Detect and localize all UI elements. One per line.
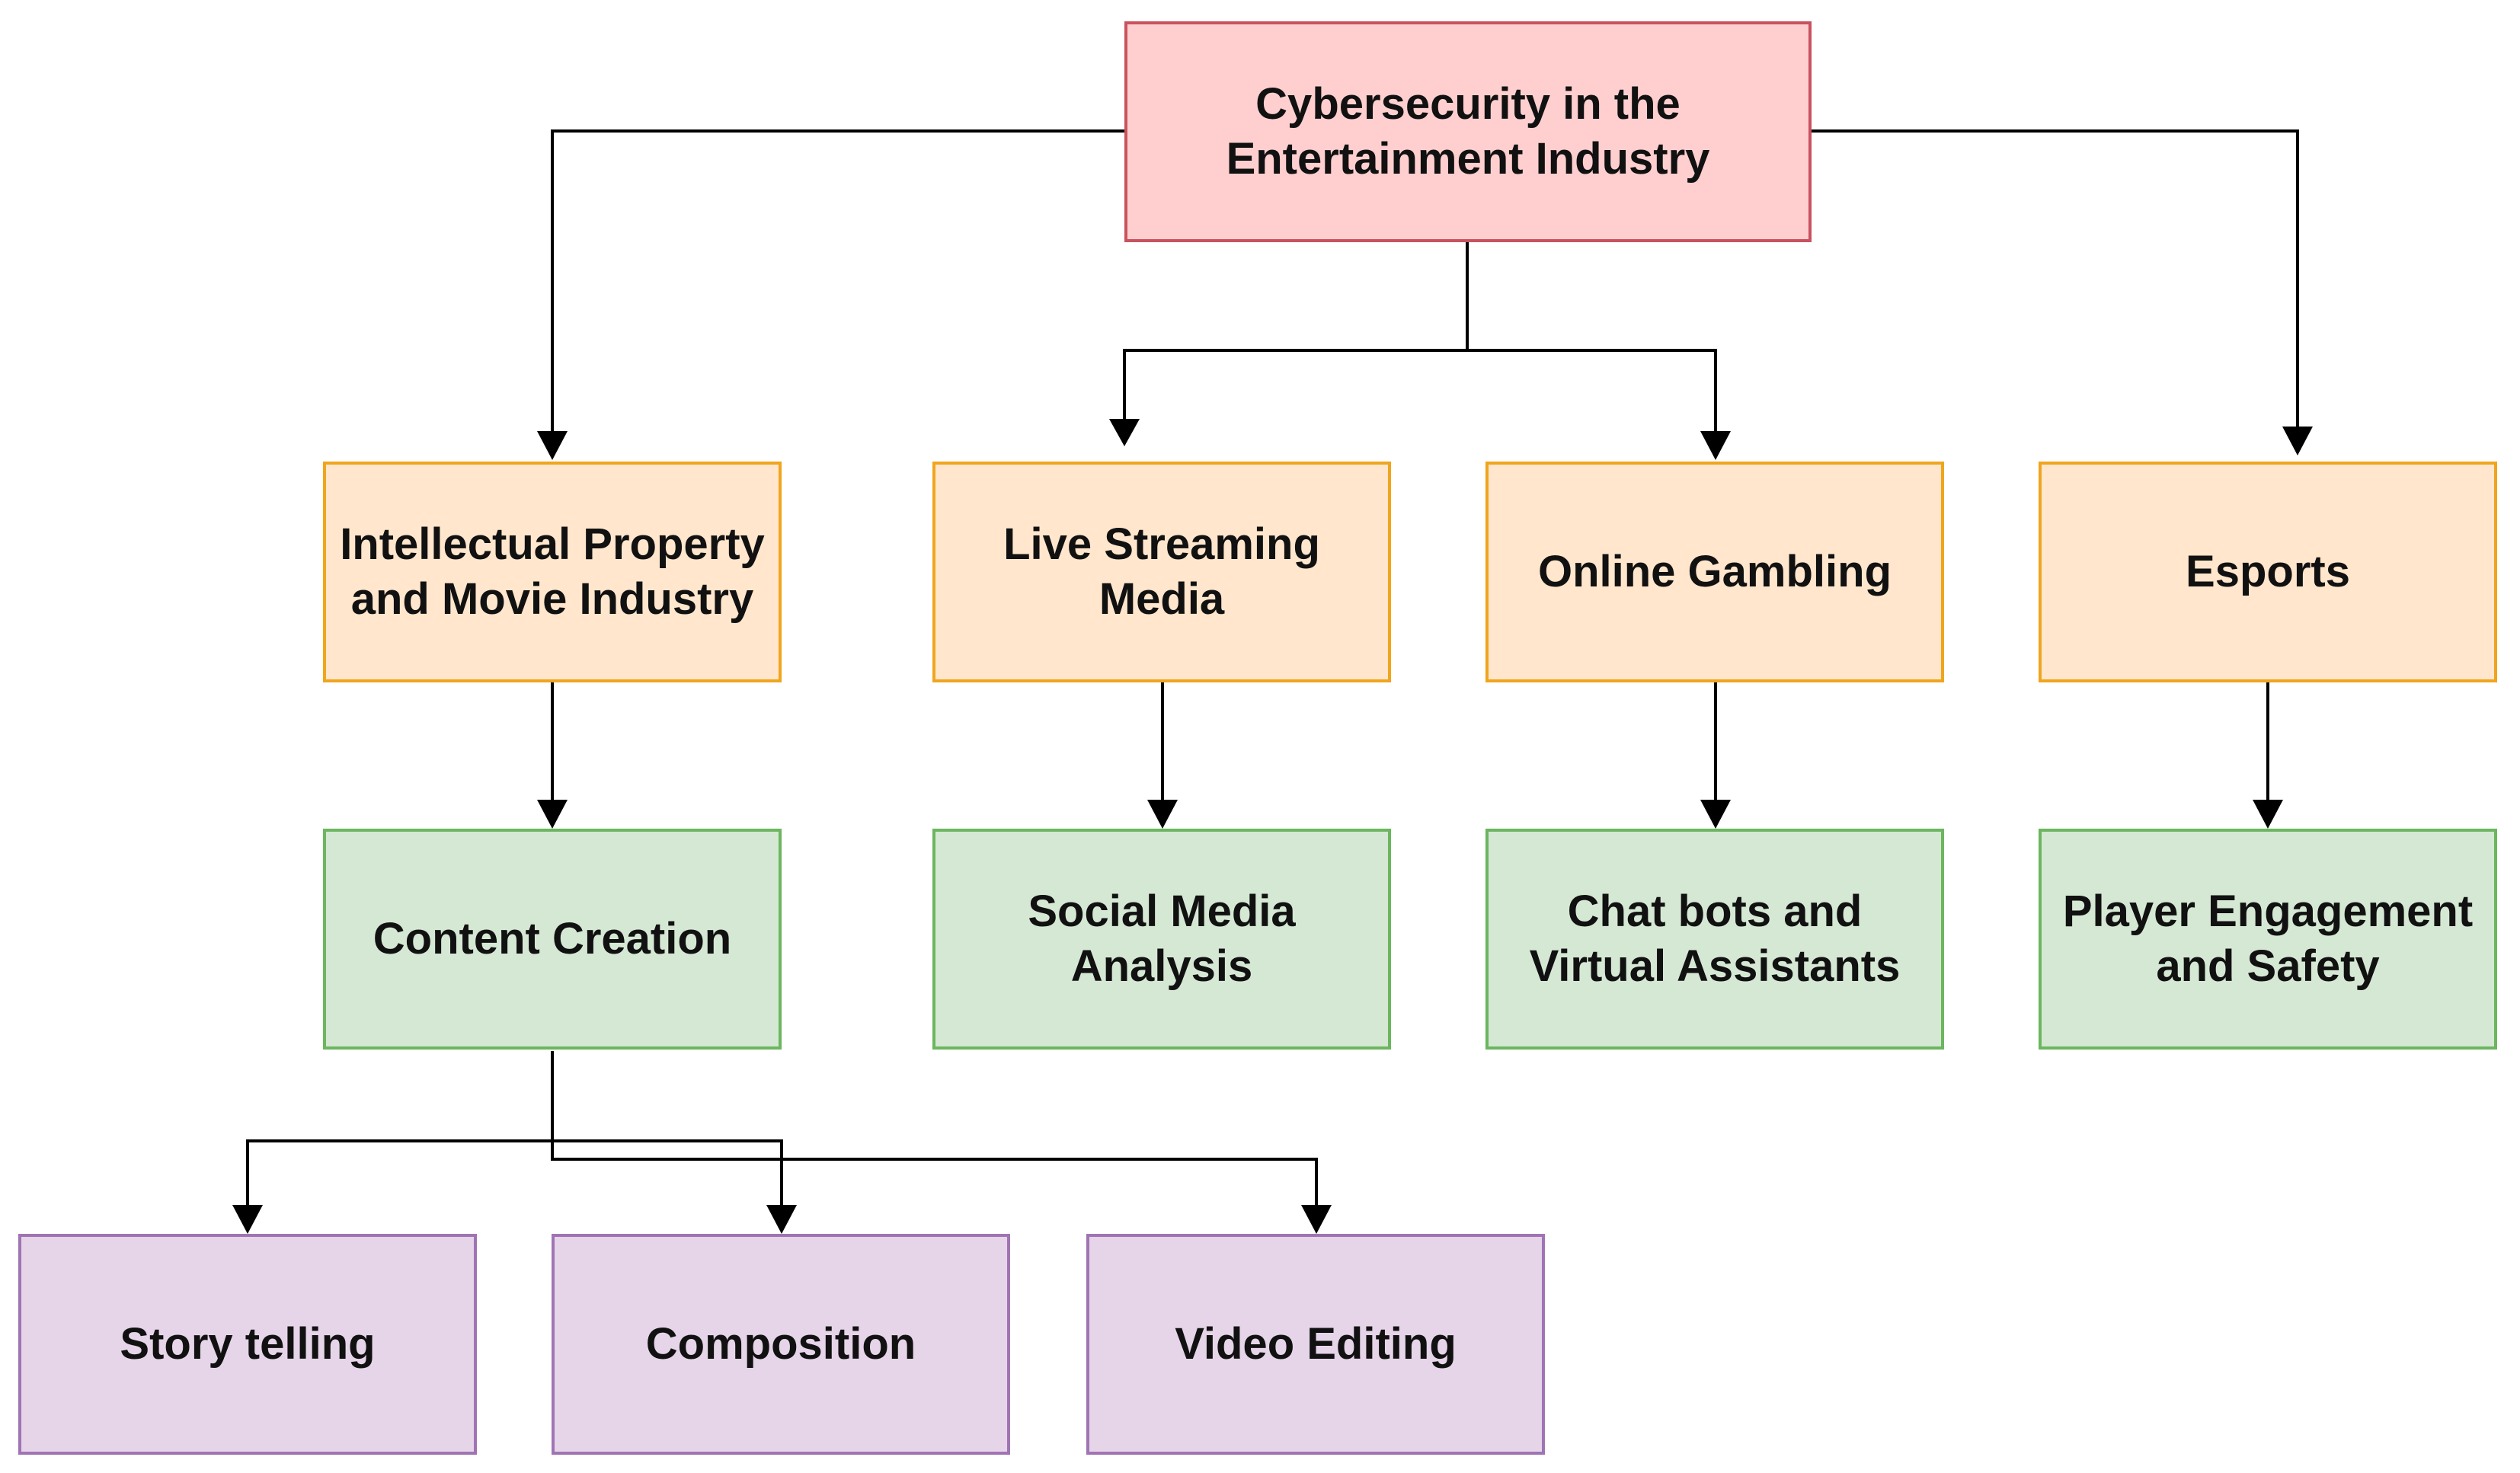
subtopic-line-2: Analysis xyxy=(1070,941,1253,991)
category-node-esports: Esports xyxy=(2039,462,2497,682)
arrowhead-composition xyxy=(766,1205,797,1234)
leaf-label: Composition xyxy=(645,1319,916,1369)
subtopic-node-social-media: Social Media Analysis xyxy=(932,829,1391,1050)
root-node: Cybersecurity in the Entertainment Indus… xyxy=(1124,21,1812,242)
category-line-2: Media xyxy=(1099,574,1225,624)
category-line-1: Esports xyxy=(2186,547,2350,596)
subtopic-node-chatbots: Chat bots and Virtual Assistants xyxy=(1485,829,1944,1050)
connector-content-to-story-telling xyxy=(246,1051,554,1211)
leaf-label: Video Editing xyxy=(1175,1319,1457,1369)
arrowhead-social-media xyxy=(1147,800,1178,829)
subtopic-line-1: Social Media xyxy=(1028,887,1296,936)
subtopic-line-1: Player Engagement xyxy=(2062,887,2474,936)
subtopic-node-player-engagement: Player Engagement and Safety xyxy=(2039,829,2497,1050)
category-line-1: Online Gambling xyxy=(1537,547,1892,596)
arrowhead-player-engagement xyxy=(2253,800,2283,829)
arrowhead-online-gambling xyxy=(1700,431,1731,460)
subtopic-line-2: Virtual Assistants xyxy=(1529,941,1901,991)
subtopic-line-2: and Safety xyxy=(2156,941,2380,991)
arrowhead-chatbots xyxy=(1700,800,1731,829)
connector-content-to-composition xyxy=(248,1139,783,1211)
category-line-1: Intellectual Property xyxy=(340,519,765,569)
arrowhead-content-creation xyxy=(537,800,568,829)
connector-root-to-esports xyxy=(1810,129,2299,436)
arrowhead-esports xyxy=(2282,427,2313,455)
leaf-node-video-editing: Video Editing xyxy=(1086,1234,1545,1455)
root-node-line-1: Cybersecurity in the xyxy=(1255,79,1681,129)
connector-root-to-online-gambling xyxy=(1467,349,1717,437)
connector-content-to-video-editing xyxy=(551,1141,1318,1211)
leaf-node-story-telling: Story telling xyxy=(18,1234,477,1455)
connector-root-to-live-streaming xyxy=(1123,349,1467,427)
arrowhead-live-streaming xyxy=(1109,419,1140,446)
leaf-node-composition: Composition xyxy=(552,1234,1010,1455)
subtopic-node-content-creation: Content Creation xyxy=(323,829,782,1050)
arrowhead-intellectual-property xyxy=(537,431,568,460)
root-node-line-2: Entertainment Industry xyxy=(1226,134,1710,184)
category-node-online-gambling: Online Gambling xyxy=(1485,462,1944,682)
category-node-intellectual-property: Intellectual Property and Movie Industry xyxy=(323,462,782,682)
category-node-live-streaming: Live Streaming Media xyxy=(932,462,1391,682)
arrowhead-story-telling xyxy=(232,1205,263,1234)
subtopic-line-1: Chat bots and xyxy=(1567,887,1863,936)
category-line-1: Live Streaming xyxy=(1003,519,1320,569)
category-line-2: and Movie Industry xyxy=(350,574,754,624)
leaf-label: Story telling xyxy=(120,1319,376,1369)
arrowhead-video-editing xyxy=(1301,1205,1332,1234)
subtopic-line-1: Content Creation xyxy=(373,914,732,963)
connector-root-to-intellectual-property xyxy=(551,129,1124,436)
